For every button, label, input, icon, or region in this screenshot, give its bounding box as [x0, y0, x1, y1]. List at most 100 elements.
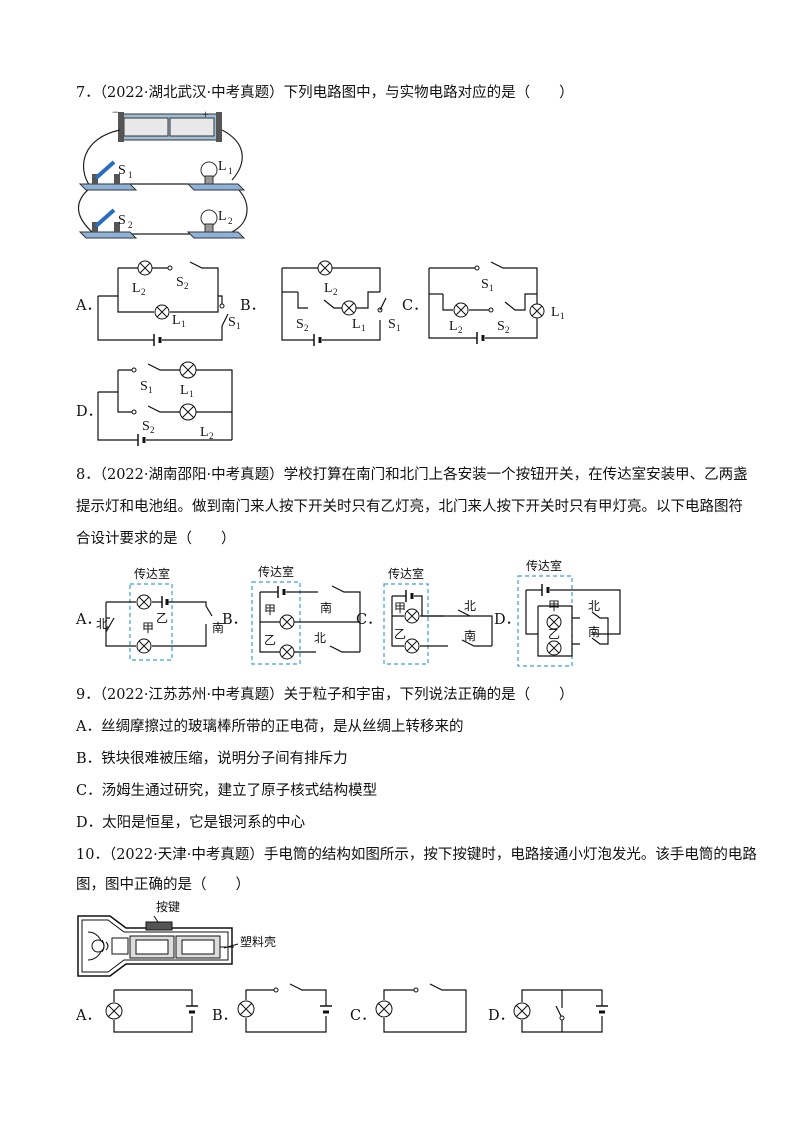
- q9-option-d[interactable]: D．太阳是恒星，它是银河系的中心: [76, 815, 306, 831]
- svg-text:2: 2: [304, 323, 309, 333]
- svg-text:南: 南: [588, 624, 600, 639]
- q8-option-a[interactable]: A．: [76, 612, 101, 628]
- svg-text:S: S: [481, 277, 489, 292]
- q8-circuit-c: 传达室 甲 乙 北 南: [383, 566, 493, 665]
- q7-option-c[interactable]: C．: [402, 298, 428, 314]
- q10-flashlight-image: 按键 塑料壳: [77, 900, 276, 977]
- svg-text:L: L: [180, 383, 189, 398]
- shell-label: 塑料壳: [240, 934, 276, 949]
- svg-text:2: 2: [141, 287, 146, 297]
- svg-text:北: 北: [464, 599, 476, 613]
- plus-label: +: [202, 107, 209, 121]
- q9-option-c[interactable]: C．汤姆生通过研究，建立了原子核式结构模型: [76, 783, 378, 799]
- s1-photo-label: S: [118, 163, 126, 178]
- minus-label: −: [112, 105, 119, 119]
- svg-text:2: 2: [209, 431, 214, 441]
- q8-option-d[interactable]: D．: [494, 612, 521, 628]
- q8-stem-line2: 提示灯和电池组。做到南门来人按下开关时只有乙灯亮，北门来人按下开关时只有甲灯亮。…: [76, 499, 743, 515]
- svg-text:L: L: [352, 317, 361, 332]
- q7-option-d[interactable]: D．: [76, 404, 103, 420]
- svg-text:2: 2: [150, 425, 155, 435]
- q7-physical-circuit-image: − + S 1 L 1 S 2 L 2: [78, 105, 248, 239]
- svg-text:L: L: [172, 313, 181, 328]
- q8-circuit-a: 传达室 乙 甲 北 南: [96, 566, 224, 661]
- q10-circuit-c: [375, 983, 467, 1033]
- q10-option-c[interactable]: C．: [350, 1008, 376, 1024]
- svg-text:2: 2: [333, 287, 338, 297]
- q8-stem-line3: 合设计要求的是（ ）: [76, 531, 236, 547]
- svg-text:2: 2: [128, 220, 133, 230]
- svg-text:2: 2: [184, 281, 189, 291]
- svg-text:1: 1: [128, 170, 133, 180]
- svg-text:北: 北: [314, 631, 326, 645]
- q10-option-a[interactable]: A．: [76, 1008, 101, 1024]
- q10-stem-line2: 图，图中正确的是（ ）: [76, 877, 250, 893]
- svg-text:传达室: 传达室: [258, 564, 294, 579]
- svg-text:1: 1: [236, 321, 241, 331]
- q8-option-c[interactable]: C．: [356, 612, 382, 628]
- svg-text:甲: 甲: [394, 601, 406, 615]
- svg-text:南: 南: [320, 600, 332, 615]
- svg-text:L: L: [449, 319, 458, 334]
- q9-option-b[interactable]: B．铁块很难被压缩，说明分子间有排斥力: [76, 751, 348, 767]
- q10-circuit-a: [105, 989, 198, 1033]
- svg-text:甲: 甲: [142, 621, 154, 635]
- q9-stem: 9．（2022·江苏苏州·中考真题）关于粒子和宇宙，下列说法正确的是（ ）: [76, 687, 574, 703]
- svg-text:L: L: [551, 305, 560, 320]
- svg-text:2: 2: [505, 325, 510, 335]
- key-label: 按键: [156, 900, 180, 914]
- svg-text:南: 南: [464, 628, 476, 643]
- svg-text:1: 1: [396, 323, 401, 333]
- svg-text:S: S: [296, 317, 304, 332]
- svg-text:2: 2: [458, 325, 463, 335]
- svg-text:甲: 甲: [264, 603, 276, 617]
- svg-text:S: S: [497, 319, 505, 334]
- svg-text:北: 北: [96, 617, 108, 631]
- svg-text:甲: 甲: [548, 599, 560, 613]
- q7-stem: 7．（2022·湖北武汉·中考真题）下列电路图中，与实物电路对应的是（ ）: [76, 85, 574, 101]
- q8-option-b[interactable]: B．: [222, 612, 248, 628]
- q10-circuit-d: [513, 989, 608, 1033]
- q10-option-d[interactable]: D．: [488, 1008, 515, 1024]
- svg-text:乙: 乙: [548, 627, 560, 641]
- svg-text:南: 南: [212, 620, 224, 635]
- svg-text:1: 1: [189, 389, 194, 399]
- s2-photo-label: S: [118, 213, 126, 228]
- q10-option-b[interactable]: B．: [212, 1008, 238, 1024]
- svg-text:乙: 乙: [264, 633, 276, 647]
- q10-stem-line1: 10．（2022·天津·中考真题）手电筒的结构如图所示，按下按键时，电路接通小灯…: [76, 847, 757, 863]
- svg-text:乙: 乙: [394, 627, 406, 641]
- svg-text:S: S: [388, 317, 396, 332]
- svg-text:1: 1: [361, 323, 366, 333]
- svg-text:1: 1: [181, 319, 186, 329]
- svg-text:1: 1: [228, 166, 233, 176]
- q8-stem-line1: 8．（2022·湖南邵阳·中考真题）学校打算在南门和北门上各安装一个按钮开关，在…: [76, 467, 748, 483]
- q7-option-b[interactable]: B．: [240, 298, 266, 314]
- svg-text:S: S: [228, 315, 236, 330]
- svg-text:2: 2: [228, 216, 233, 226]
- l2-photo-label: L: [218, 209, 227, 224]
- svg-text:1: 1: [560, 311, 565, 321]
- svg-text:S: S: [142, 419, 150, 434]
- svg-text:传达室: 传达室: [526, 558, 562, 573]
- svg-text:L: L: [132, 281, 141, 296]
- svg-text:乙: 乙: [156, 611, 168, 625]
- svg-text:L: L: [324, 281, 333, 296]
- q9-option-a[interactable]: A．丝绸摩擦过的玻璃棒所带的正电荷，是从丝绸上转移来的: [76, 719, 464, 735]
- svg-text:S: S: [140, 379, 148, 394]
- q8-circuit-b: 传达室 甲 乙 南 北: [251, 564, 361, 665]
- svg-text:北: 北: [588, 599, 600, 613]
- l1-photo-label: L: [218, 159, 227, 174]
- svg-text:L: L: [200, 425, 209, 440]
- svg-text:S: S: [176, 275, 184, 290]
- q10-circuit-b: [237, 983, 332, 1033]
- svg-text:传达室: 传达室: [134, 566, 170, 581]
- svg-text:传达室: 传达室: [388, 566, 424, 581]
- q8-circuit-d: 传达室 甲 乙 北 南: [517, 558, 621, 667]
- q7-option-a[interactable]: A．: [76, 298, 101, 314]
- svg-text:1: 1: [489, 283, 494, 293]
